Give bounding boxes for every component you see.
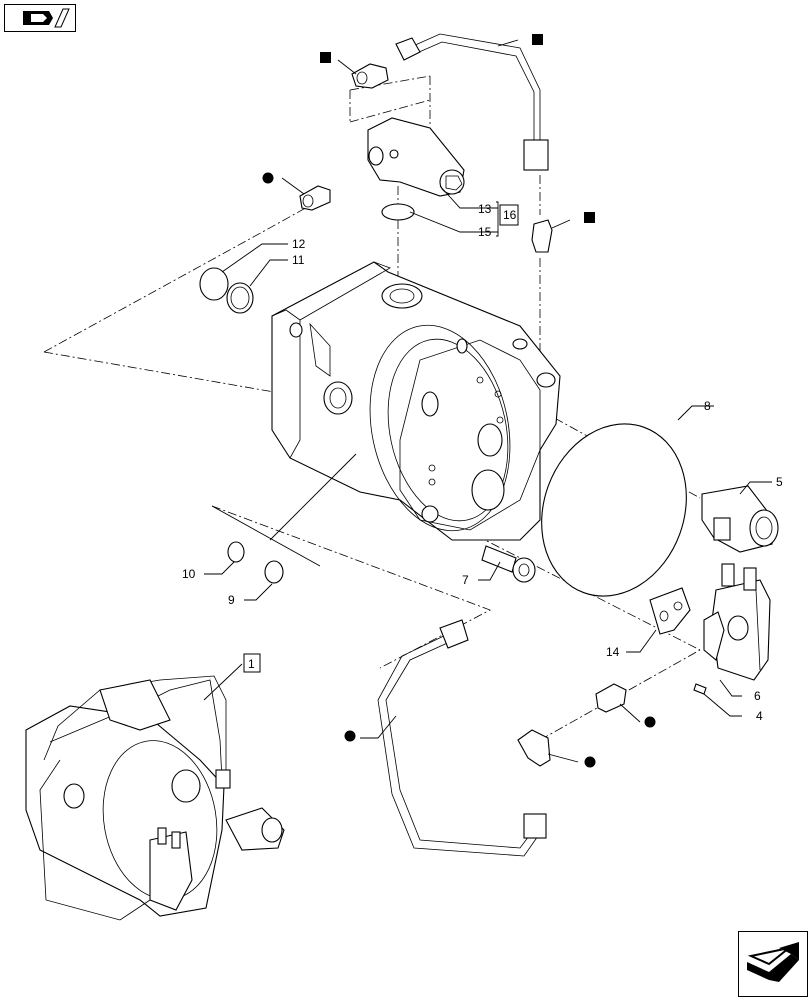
leader-lines	[203, 39, 772, 763]
control-valve-6	[703, 563, 771, 681]
callout-8: 8	[704, 399, 711, 413]
plate-14	[649, 587, 691, 635]
callout-9: 9	[228, 593, 235, 607]
next-page-button[interactable]	[738, 931, 808, 997]
o-ring-15	[381, 203, 415, 221]
filled-circle-marker	[344, 730, 356, 742]
callout-10: 10	[182, 567, 196, 581]
callout-11: 11	[292, 253, 305, 267]
markers	[262, 34, 656, 768]
callout-5: 5	[776, 475, 783, 489]
screw-4	[693, 683, 707, 695]
callout-16-box	[499, 204, 519, 226]
callout-12: 12	[292, 237, 306, 251]
upper-pipe	[395, 33, 549, 171]
gasket-8	[541, 423, 687, 597]
fitting-upper-left	[351, 63, 389, 89]
valve-block	[367, 117, 465, 197]
o-ring-9	[264, 560, 284, 584]
filled-square-marker	[532, 34, 543, 45]
callout-1-box	[243, 653, 261, 673]
book-arrow-icon	[23, 8, 70, 28]
fitting-right	[531, 219, 553, 253]
filled-square-marker	[320, 52, 331, 63]
callout-7: 7	[462, 573, 469, 587]
callout-6: 6	[754, 689, 761, 703]
fitting-mid-left	[299, 185, 331, 211]
callout-15: 15	[478, 225, 492, 239]
solenoid-valve-5	[701, 485, 779, 553]
filled-circle-marker	[644, 716, 656, 728]
reference-assembly-view	[25, 675, 285, 921]
elbow-fitting	[517, 729, 551, 767]
filled-circle-marker	[262, 172, 274, 184]
hydraulic-pump-body	[271, 261, 561, 541]
bolt-7	[481, 545, 536, 583]
callout-13: 13	[478, 202, 492, 216]
fitting-lower	[595, 683, 627, 713]
callout-14: 14	[606, 645, 620, 659]
callout-16: 16	[503, 208, 517, 222]
next-page-arrow-icon	[747, 942, 799, 982]
o-ring-10	[227, 541, 245, 563]
previous-page-button[interactable]	[4, 4, 76, 32]
filled-square-marker	[584, 212, 595, 223]
callout-4: 4	[756, 709, 763, 723]
filled-circle-marker	[584, 756, 596, 768]
lower-pipe	[377, 619, 547, 857]
callout-1: 1	[248, 657, 255, 671]
o-ring-12	[199, 267, 229, 301]
